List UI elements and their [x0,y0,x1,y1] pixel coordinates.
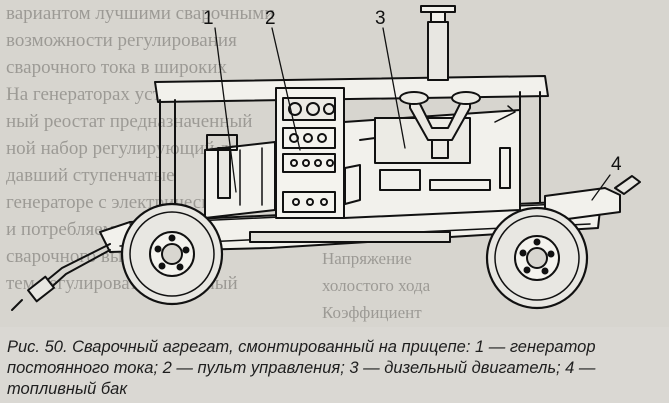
tow-bar [11,243,111,311]
exhaust-stack [420,5,456,81]
background-text-line: холостого хода [322,276,431,295]
background-text-line: вариантом лучшими сварочными [6,3,275,24]
background-text-line: ный реостат предназначенный [6,111,253,132]
diesel-engine [343,91,521,219]
wheel-front [120,202,224,306]
roof-frame [154,75,549,103]
leader-line-3 [382,27,406,149]
callout-4: 4 [611,154,622,175]
background-text-line: возможности регулирования [6,30,237,51]
background-text-line: сварочного тока в широких [6,57,227,78]
callout-2: 2 [265,8,276,29]
background-text-line: ной набор регулирующий для [6,138,248,159]
background-text-line: Коэффициент [322,303,422,322]
leader-line-1 [214,27,237,193]
wheel-rear [485,206,589,310]
leader-line-4 [591,174,611,201]
welding-unit-drawing: 1 2 3 4 [11,5,641,311]
generator [204,134,276,219]
background-text-line: давший ступенчатые [6,165,175,186]
leader-line-2 [271,27,301,151]
fuel-tank [544,175,641,221]
figure-caption-area: Рис. 50. Сварочный агрегат, смонтированн… [0,327,669,403]
control-panel [275,87,345,219]
figure-caption: Рис. 50. Сварочный агрегат, смонтированн… [7,338,596,398]
background-text-line: Напряжение [322,249,412,268]
callout-1: 1 [203,8,214,29]
callout-3: 3 [375,8,386,29]
